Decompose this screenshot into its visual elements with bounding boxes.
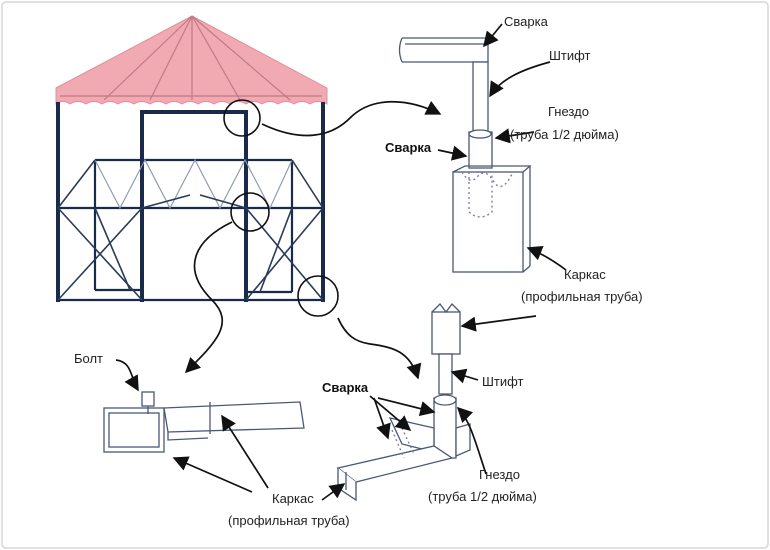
bolt-beam [163, 401, 305, 433]
callout-circle-corner [297, 275, 339, 317]
curve-to-bolt-detail [184, 221, 233, 374]
label-socket-bottom: Гнездо [479, 467, 520, 482]
bottom-upper-pin [431, 311, 461, 355]
callout-circle-top [223, 99, 261, 137]
bolt-head [141, 391, 155, 407]
label-frame-top: Каркас [564, 267, 606, 282]
label-socket-bottom-detail: (труба 1/2 дюйма) [428, 489, 537, 504]
callout-circle-middle [230, 192, 270, 232]
label-frame-top-detail: (профильная труба) [521, 289, 643, 304]
label-bolt: Болт [74, 351, 103, 366]
roof-ribs [60, 15, 322, 101]
gazebo-trusses [57, 158, 324, 301]
curve-to-bottom-detail [337, 317, 422, 380]
label-socket-top-detail: (труба 1/2 дюйма) [510, 127, 619, 142]
top-beam [402, 37, 489, 63]
top-pin [472, 61, 489, 135]
label-pin-top: Штифт [549, 48, 591, 63]
bottom-pin-shaft [438, 353, 453, 395]
curve-to-top-detail [261, 100, 442, 137]
bottom-joint-detail [336, 303, 471, 502]
top-frame-tube [452, 171, 524, 273]
label-weld-top: Сварка [504, 14, 549, 29]
bottom-channel [336, 445, 454, 483]
label-frame-bottom: Каркас [272, 491, 314, 506]
gazebo-rails [58, 158, 323, 302]
bolt-joint-detail [103, 391, 305, 453]
top-joint-detail [398, 37, 532, 273]
label-weld-mid: Сварка [385, 140, 432, 155]
labels: Сварка Штифт Гнездо (труба 1/2 дюйма) Св… [74, 14, 643, 528]
gazebo-posts [56, 102, 325, 302]
gazebo-illustration [55, 15, 328, 302]
pointer-arrows [115, 23, 567, 501]
label-pin-bottom: Штифт [482, 374, 524, 389]
label-socket-top: Гнездо [548, 104, 589, 119]
label-weld-bottom: Сварка [322, 380, 369, 395]
bolt-frame-tube [103, 407, 165, 453]
top-weld-seam [461, 171, 513, 188]
top-beam-cut [398, 37, 403, 63]
label-frame-bottom-detail: (профильная труба) [228, 513, 350, 528]
